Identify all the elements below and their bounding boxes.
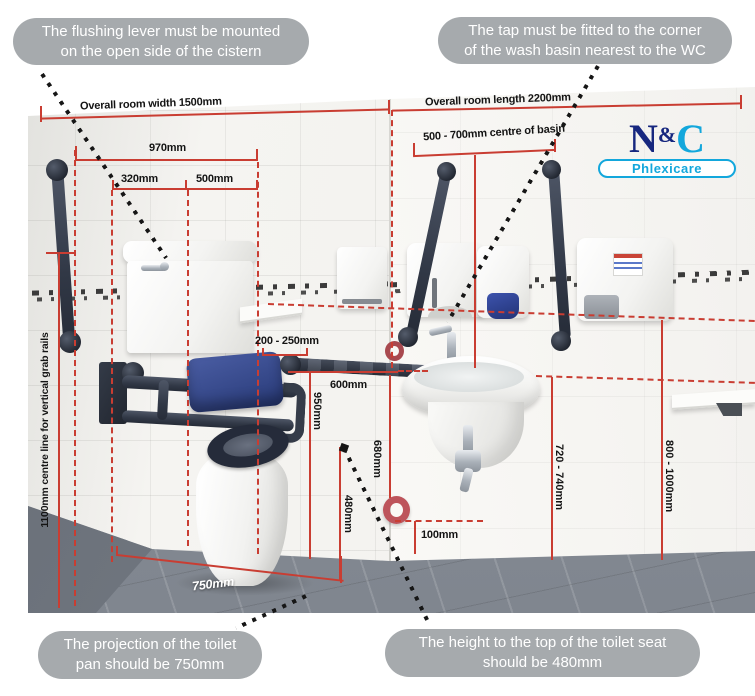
bottle-trap bbox=[455, 450, 481, 472]
rail-mount-disc bbox=[542, 160, 561, 179]
cistern bbox=[127, 261, 253, 353]
callout-line: The height to the top of the toilet seat bbox=[418, 634, 667, 651]
shelf-bracket bbox=[716, 403, 742, 416]
dim-line-750-riser bbox=[340, 556, 342, 583]
wipes-dispenser-notch bbox=[428, 306, 472, 317]
rail-mount-disc bbox=[59, 331, 81, 353]
logo-ampersand: & bbox=[657, 122, 677, 147]
dim-label-rail-centre: 1100mm centre line for vertical grab rai… bbox=[39, 332, 51, 528]
rail-mount-disc bbox=[437, 162, 456, 181]
rail-mount-disc bbox=[398, 327, 418, 347]
callout-line: The flushing lever must be mounted bbox=[41, 22, 281, 40]
dim-label-950: 950mm bbox=[311, 392, 323, 430]
wipes-dispenser-slit bbox=[432, 278, 437, 308]
callout-line: of the wash basin nearest to the WC bbox=[464, 41, 706, 59]
logo-c: C bbox=[676, 116, 706, 161]
callout-tap-position: The tap must be fitted to the corner of … bbox=[438, 17, 732, 64]
logo-n: N bbox=[628, 116, 658, 161]
callout-line: should be 480mm bbox=[482, 654, 603, 671]
dim-tick bbox=[388, 100, 390, 114]
bottle-trap-pipe bbox=[463, 425, 473, 455]
dim-tick bbox=[554, 139, 556, 152]
dim-dash-basin-rim bbox=[398, 370, 428, 372]
dim-label-970: 970mm bbox=[149, 142, 186, 154]
hand-dryer-label bbox=[613, 253, 643, 276]
dim-line-200-250 bbox=[262, 354, 308, 356]
dim-tick bbox=[75, 146, 77, 161]
dim-line-970 bbox=[75, 159, 258, 161]
dim-line-950 bbox=[309, 373, 311, 559]
dim-dash-mid bbox=[187, 190, 189, 546]
dim-dash-970-end bbox=[257, 162, 259, 554]
dim-tick bbox=[40, 106, 42, 122]
dim-tick bbox=[413, 143, 415, 156]
callout-line: on the open side of the cistern bbox=[60, 42, 262, 60]
callout-flushing-lever: The flushing lever must be mounted on th… bbox=[13, 18, 309, 65]
rail-mount-disc bbox=[280, 354, 301, 375]
callout-line: pan should be 750mm bbox=[75, 656, 225, 673]
dim-label-500: 500mm bbox=[196, 173, 233, 185]
dim-tick bbox=[740, 95, 742, 109]
callout-pan-projection: The projection of the toilet pan should … bbox=[38, 631, 262, 679]
dim-label-200-250: 200 - 250mm bbox=[255, 335, 319, 347]
dim-label-800-1000: 800 - 1000mm bbox=[663, 440, 675, 513]
dim-dash-corner bbox=[391, 110, 393, 368]
dim-label-480: 480mm bbox=[342, 495, 354, 533]
soap-dispenser-pump bbox=[487, 293, 519, 319]
paper-towel-dispenser bbox=[337, 247, 387, 309]
dim-tick bbox=[256, 149, 258, 161]
dim-label-100: 100mm bbox=[421, 529, 458, 541]
dim-line-720-740 bbox=[551, 377, 553, 560]
dim-line-basin-centre-vertical bbox=[474, 155, 476, 368]
dim-tick bbox=[306, 348, 308, 356]
flush-lever bbox=[141, 265, 166, 271]
hand-dryer-grille bbox=[584, 295, 619, 319]
dim-label-600: 600mm bbox=[330, 379, 367, 391]
spare-roll-holder bbox=[385, 341, 404, 361]
dim-tick bbox=[112, 180, 114, 190]
dim-line-100 bbox=[414, 521, 416, 554]
logo-wordmark: N&C bbox=[598, 118, 736, 159]
dim-tick bbox=[262, 348, 264, 356]
dim-line-600 bbox=[288, 371, 398, 373]
flush-lever-knob bbox=[160, 262, 169, 271]
dim-label-320: 320mm bbox=[121, 173, 158, 185]
rail-mount-disc bbox=[551, 331, 571, 351]
dim-dash-roll-holder bbox=[395, 520, 483, 522]
callout-seat-height: The height to the top of the toilet seat… bbox=[385, 629, 700, 677]
toilet-pan bbox=[196, 450, 288, 586]
cistern-lid bbox=[123, 241, 257, 263]
backrest-cushion bbox=[185, 351, 285, 413]
callout-line: The tap must be fitted to the corner bbox=[468, 21, 702, 39]
dim-tick-1100 bbox=[46, 252, 76, 254]
drop-down-rail-strut bbox=[156, 379, 170, 421]
dim-tick bbox=[116, 546, 118, 556]
dim-line-1100-centre bbox=[58, 254, 60, 608]
dim-label-680: 680mm bbox=[371, 440, 383, 478]
dim-dash-rail-centre bbox=[74, 150, 76, 606]
dim-line-800-1000 bbox=[661, 320, 663, 560]
wash-basin-inner bbox=[414, 362, 524, 392]
dim-label-720-740: 720 - 740mm bbox=[553, 444, 565, 511]
wall-corner-edge bbox=[389, 99, 391, 561]
paper-towel-slot bbox=[342, 299, 382, 304]
logo-phlexicare-pill: Phlexicare bbox=[598, 159, 736, 178]
dim-line-680 bbox=[389, 375, 391, 498]
dim-tick bbox=[185, 180, 187, 190]
callout-line: The projection of the toilet bbox=[63, 636, 237, 653]
dim-dash-320 bbox=[111, 190, 113, 562]
rail-mount-disc bbox=[46, 159, 68, 181]
nc-phlexicare-logo: N&C Phlexicare bbox=[598, 118, 736, 178]
tap-body bbox=[447, 332, 456, 362]
dim-line-480 bbox=[339, 447, 341, 581]
